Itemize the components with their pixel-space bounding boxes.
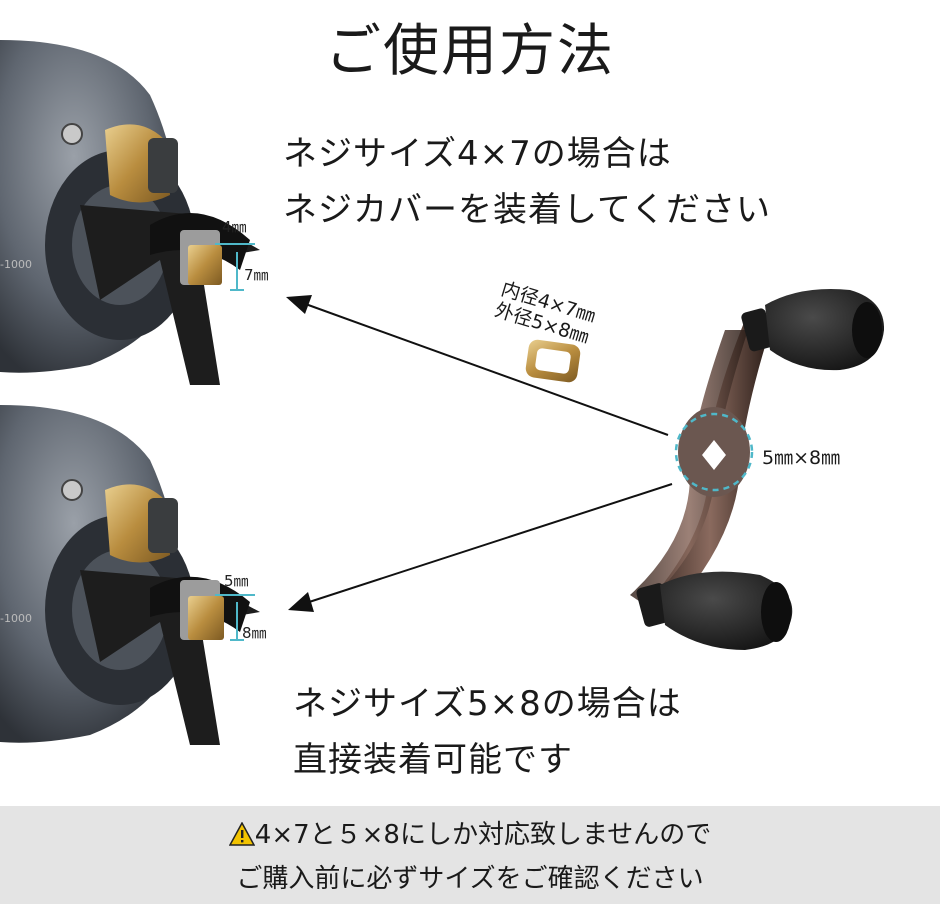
instruction-5x8-line2: 直接装着可能です [293, 740, 573, 780]
arrow-to-bottom-reel [288, 483, 673, 612]
spacer-ring-icon [525, 339, 581, 383]
reel-top [0, 40, 260, 385]
bottom-reel-width-label: 5㎜ [224, 572, 249, 590]
notice-line1: 4×7と５×8にしか対応致しませんので [254, 820, 712, 850]
top-reel-width-label: 4㎜ [222, 218, 247, 236]
instruction-4x7-line2: ネジカバーを装着してください [283, 190, 771, 230]
top-reel-length-label: 7㎜ [244, 266, 269, 284]
bottom-reel-model-mark: -1000 [0, 612, 32, 625]
reel-handle [630, 289, 885, 650]
notice-line1-row: 4×7と５×8にしか対応致しませんので [0, 814, 940, 851]
reel-bottom [0, 405, 260, 745]
instruction-5x8: ネジサイズ5×8の場合は 直接装着可能です [293, 676, 682, 788]
page-title: ご使用方法 [325, 19, 615, 84]
instruction-4x7-line1: ネジサイズ4×7の場合は [283, 134, 672, 174]
arrow-to-top-reel [286, 295, 669, 436]
notice-line2: ご購入前に必ずサイズをご確認ください [236, 864, 704, 894]
warning-icon [228, 822, 255, 846]
instruction-5x8-line1: ネジサイズ5×8の場合は [293, 684, 682, 724]
bottom-reel-length-label: 8㎜ [242, 624, 267, 642]
instruction-4x7: ネジサイズ4×7の場合は ネジカバーを装着してください [283, 126, 771, 238]
notice-banner: 4×7と５×8にしか対応致しませんので ご購入前に必ずサイズをご確認ください [0, 806, 940, 904]
handle-hole-size: 5㎜×8㎜ [762, 447, 841, 469]
top-reel-model-mark: -1000 [0, 258, 32, 271]
hole-highlight-circle [674, 412, 754, 492]
